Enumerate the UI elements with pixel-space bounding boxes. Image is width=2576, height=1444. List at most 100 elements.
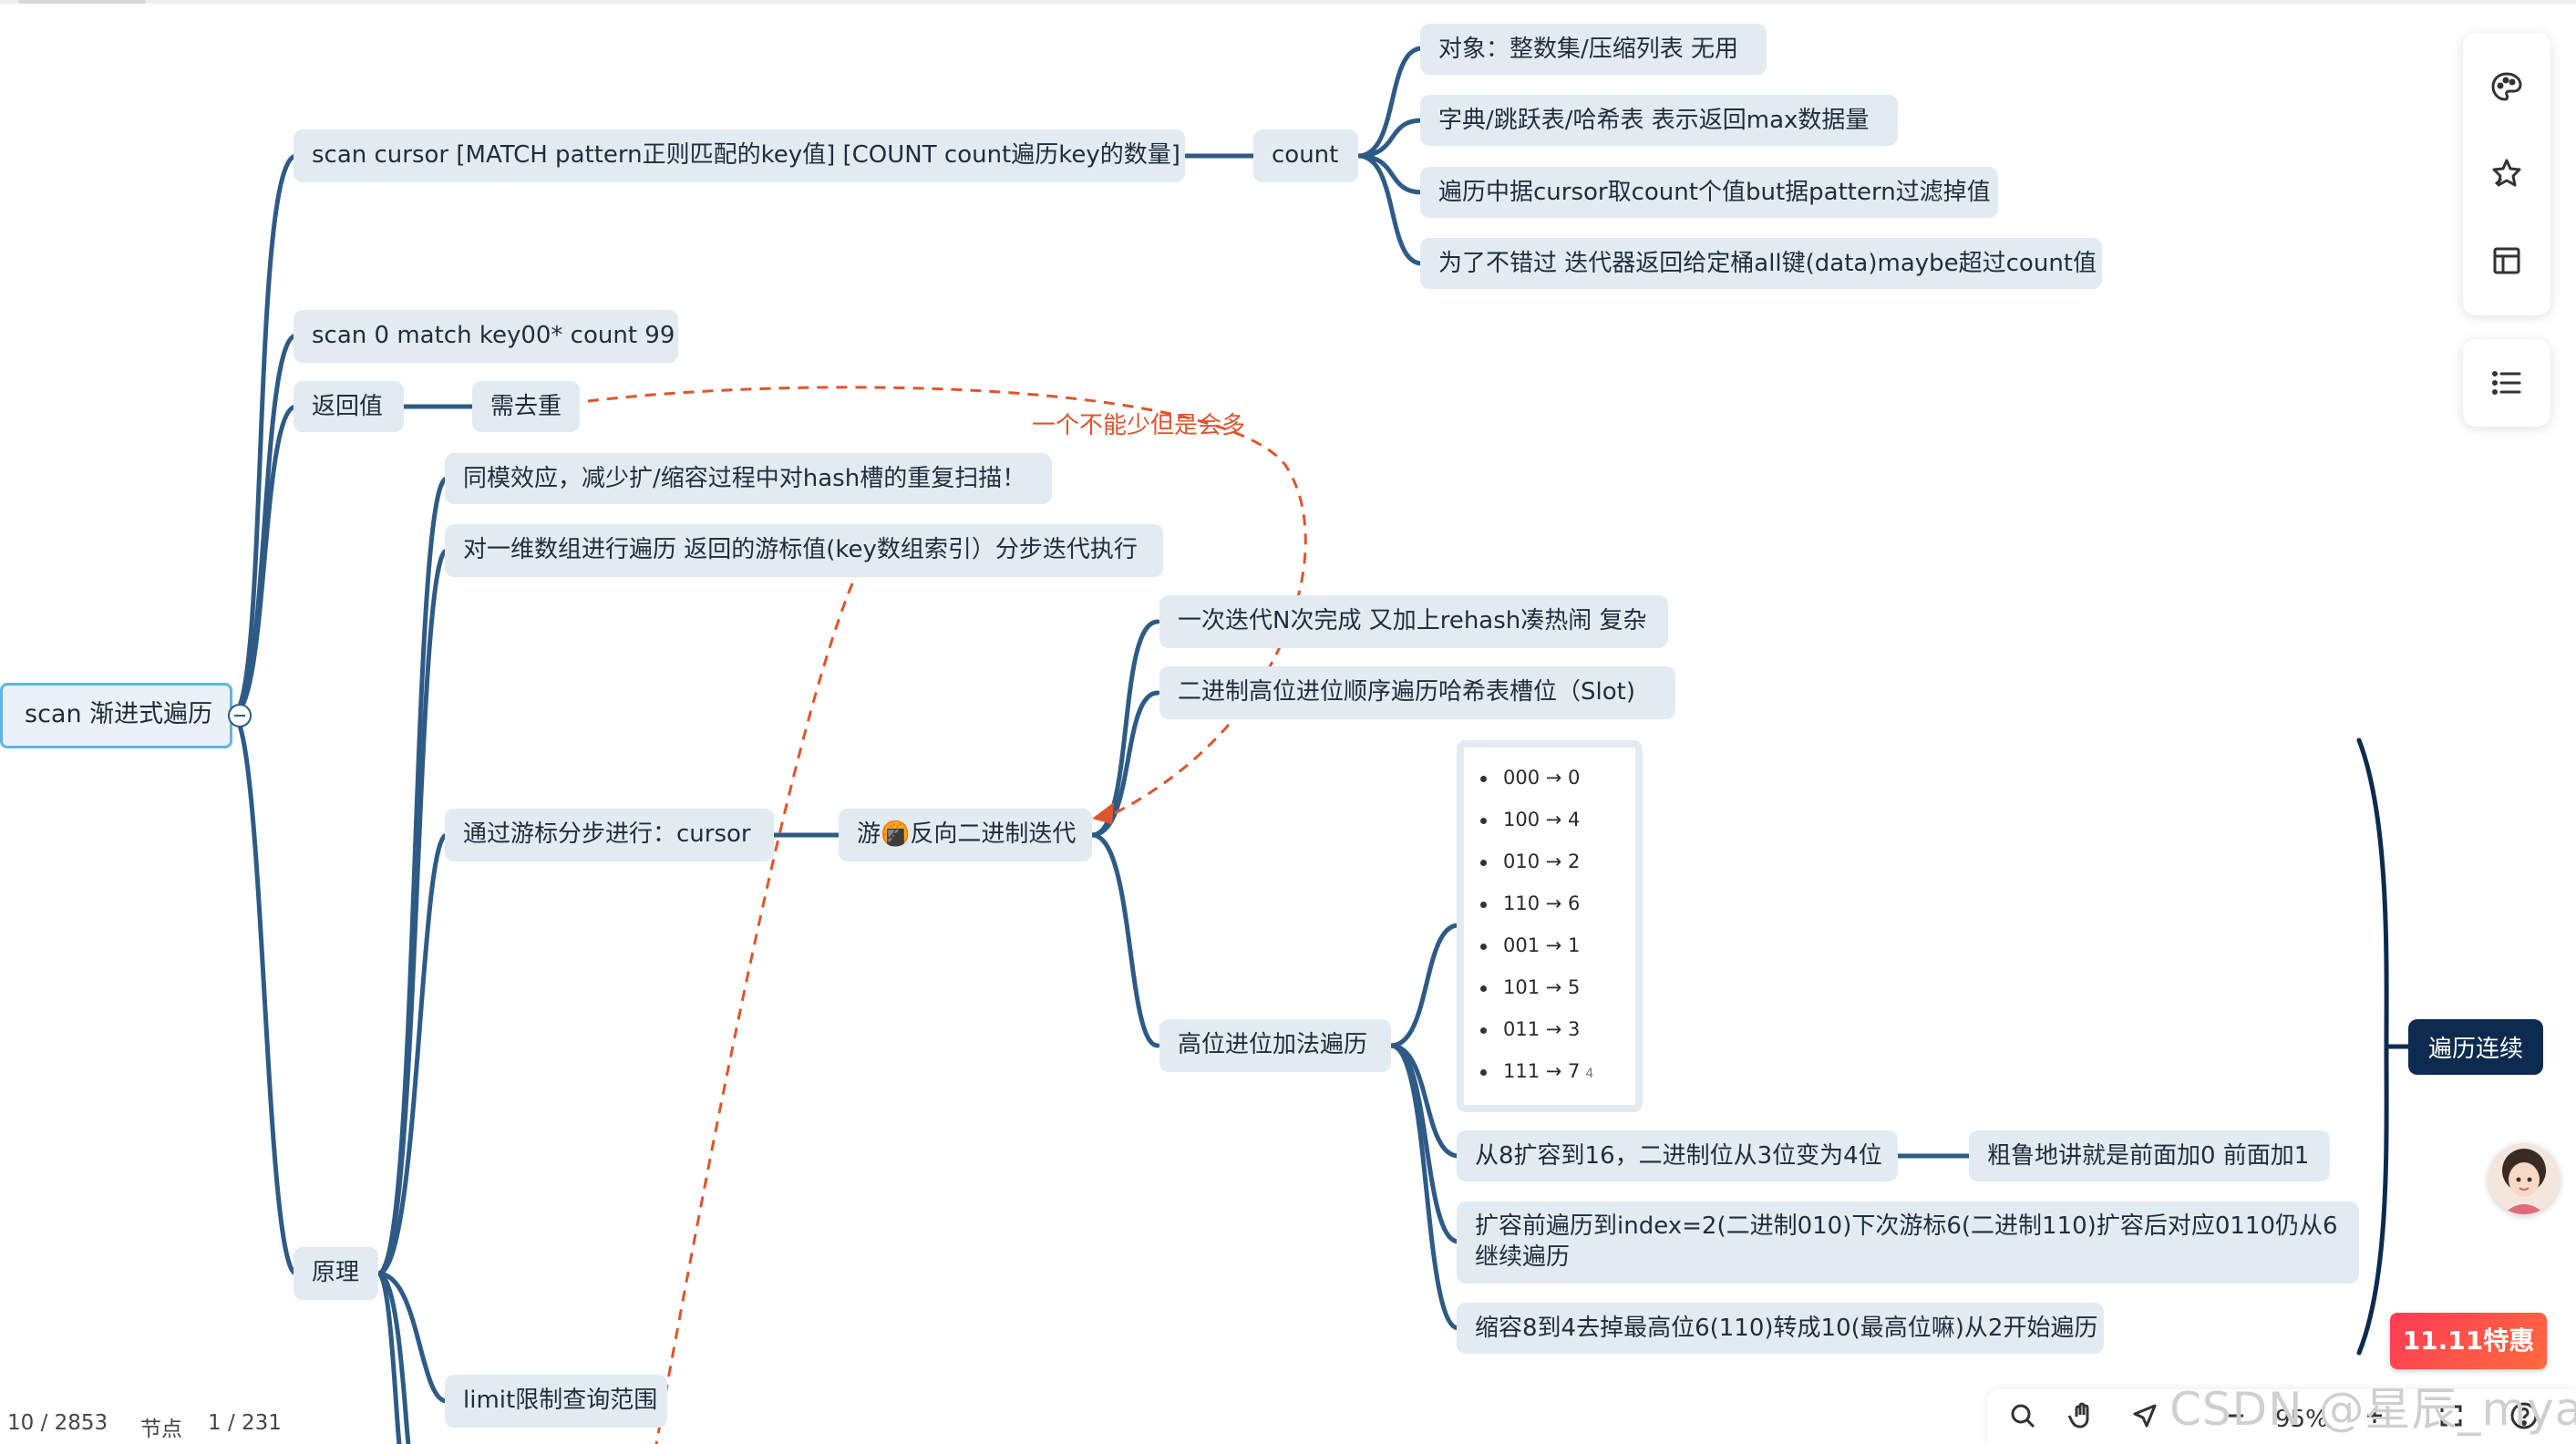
node-scan-example[interactable]: scan 0 match key00* count 99 xyxy=(294,310,678,363)
bullet-icon xyxy=(1480,1068,1487,1076)
node-scan-example-label: scan 0 match key00* count 99 xyxy=(312,322,675,349)
node-shrink[interactable]: 缩容8到4去掉最高位6(110)转成10(最高位嘛)从2开始遍历 xyxy=(1457,1303,2104,1354)
hand-icon[interactable] xyxy=(2067,1400,2098,1431)
node-high-add[interactable]: 高位进位加法遍历 xyxy=(1159,1019,1391,1072)
node-iter-once[interactable]: 一次迭代N次完成 又加上rehash凑热闹 复杂 xyxy=(1159,595,1668,648)
node-scan-syntax-label: scan cursor [MATCH pattern正则匹配的key值] [CO… xyxy=(312,141,1180,169)
relation-onedim-to-limit xyxy=(654,583,854,1444)
bullet-icon xyxy=(1480,943,1487,950)
node-return-value-label: 返回值 xyxy=(312,393,384,420)
root-label: scan 渐进式遍历 xyxy=(25,700,213,728)
node-high-add-label: 高位进位加法遍历 xyxy=(1178,1031,1368,1058)
list-item: 101 → 5 xyxy=(1480,966,1619,1008)
status-bar: 10 / 2853 节点 1 / 231 xyxy=(0,1395,310,1444)
connector-root-return xyxy=(230,404,299,717)
node-one-dim[interactable]: 对一维数组进行遍历 返回的游标值(key数组索引）分步迭代执行 xyxy=(445,524,1163,577)
node-count-item-1[interactable]: 对象：整数集/压缩列表 无用 xyxy=(1420,24,1767,75)
node-count-label: count xyxy=(1272,141,1339,169)
relation-arrowhead xyxy=(1092,802,1114,824)
connector-count-item3 xyxy=(1355,153,1425,195)
node-expand-8-16-label: 从8扩容到16，二进制位从3位变为4位 xyxy=(1475,1142,1882,1170)
node-reverse-iter[interactable]: 游🍘反向二进制迭代 xyxy=(839,809,1092,861)
bottom-toolbar: 95% xyxy=(1987,1389,2576,1444)
right-toolbar xyxy=(2463,33,2550,315)
node-return-value[interactable]: 返回值 xyxy=(294,381,404,432)
connector-root-scan xyxy=(230,153,299,717)
node-reverse-iter-label: 游🍘反向二进制迭代 xyxy=(857,820,1077,848)
palette-icon[interactable] xyxy=(2488,69,2525,106)
binary-order-list[interactable]: 000 → 0 100 → 4 010 → 2 110 → 6 001 → 1 … xyxy=(1457,740,1643,1112)
node-crude[interactable]: 粗鲁地讲就是前面加0 前面加1 xyxy=(1969,1130,2330,1181)
node-count-item-3[interactable]: 遍历中据cursor取count个值but据pattern过滤掉值 xyxy=(1420,167,1998,218)
node-principle[interactable]: 原理 xyxy=(294,1247,378,1300)
node-count-item-4[interactable]: 为了不错过 迭代器返回给定桶all键(data)maybe超过count值 xyxy=(1420,238,2102,289)
zoom-out-icon[interactable] xyxy=(2222,1402,2250,1429)
connector-count-item2 xyxy=(1355,118,1425,159)
node-expand-before-label: 扩容前遍历到index=2(二进制010)下次游标6(二进制110)扩容后对应0… xyxy=(1475,1212,2338,1271)
list-item-text: 000 → 0 xyxy=(1503,767,1581,789)
node-count-item-2[interactable]: 字典/跳跃表/哈希表 表示返回max数据量 xyxy=(1420,95,1898,146)
list-item-text: 011 → 3 xyxy=(1503,1018,1581,1040)
node-expand-8-16[interactable]: 从8扩容到16，二进制位从3位变为4位 xyxy=(1457,1130,1898,1181)
node-count[interactable]: count xyxy=(1253,129,1358,182)
bullet-icon xyxy=(1480,775,1487,782)
connector-highadd-before xyxy=(1388,1043,1461,1244)
search-icon[interactable] xyxy=(2007,1400,2038,1431)
watermark: CSDN @星辰_mya xyxy=(2169,1373,2576,1439)
fullscreen-icon[interactable] xyxy=(2437,1402,2465,1429)
node-cursor-step[interactable]: 通过游标分步进行：cursor xyxy=(445,809,774,861)
list-item: 100 → 4 xyxy=(1480,799,1619,841)
node-binary-high-label: 二进制高位进位顺序遍历哈希表槽位（Slot) xyxy=(1178,678,1635,706)
node-dedup[interactable]: 需去重 xyxy=(472,381,580,432)
zoom-in-icon[interactable] xyxy=(2361,1402,2388,1429)
connector-principle-more2 xyxy=(376,1271,402,1444)
summary-bracket xyxy=(2356,737,2389,1356)
node-iter-once-label: 一次迭代N次完成 又加上rehash凑热闹 复杂 xyxy=(1178,607,1647,634)
node-expand-before[interactable]: 扩容前遍历到index=2(二进制010)下次游标6(二进制110)扩容后对应0… xyxy=(1457,1202,2359,1284)
list-item: 110 → 6 xyxy=(1480,882,1619,924)
help-icon[interactable] xyxy=(2509,1400,2540,1431)
top-bar-marker xyxy=(18,0,146,4)
list-item-text: 001 → 1 xyxy=(1503,934,1581,956)
relation-annotation-text: 一个不能少但是会多 xyxy=(1032,412,1246,439)
connector-principle-same xyxy=(376,476,449,1276)
connector-root-principle xyxy=(230,712,299,1276)
node-count-item-1-label: 对象：整数集/压缩列表 无用 xyxy=(1438,36,1739,63)
node-limit[interactable]: limit限制查询范围 xyxy=(445,1375,667,1428)
watermark-text: CSDN @星辰_mya xyxy=(2169,1383,2576,1436)
bullet-icon xyxy=(1480,1026,1487,1034)
assistant-avatar[interactable] xyxy=(2488,1143,2560,1214)
connector-count-item4 xyxy=(1355,153,1425,266)
node-count-item-3-label: 遍历中据cursor取count个值but据pattern过滤掉值 xyxy=(1438,179,1991,206)
node-same-modulo[interactable]: 同模效应，减少扩/缩容过程中对hash槽的重复扫描！ xyxy=(445,453,1052,504)
node-count-label-text: 节点 xyxy=(140,1418,182,1441)
binary-order-list-inner: 000 → 0 100 → 4 010 → 2 110 → 6 001 → 1 … xyxy=(1464,748,1635,1105)
send-icon[interactable] xyxy=(2129,1400,2160,1431)
list-item: 010 → 2 xyxy=(1480,841,1619,882)
node-dedup-label: 需去重 xyxy=(490,393,562,420)
root-node[interactable]: scan 渐进式遍历 xyxy=(0,683,232,748)
node-binary-high[interactable]: 二进制高位进位顺序遍历哈希表槽位（Slot) xyxy=(1159,666,1675,719)
list-item: 011 → 3 xyxy=(1480,1008,1619,1050)
word-count: 10 / 2853 xyxy=(7,1411,108,1435)
list-item: 001 → 1 xyxy=(1480,924,1619,966)
connector-principle-more1 xyxy=(376,1271,411,1444)
node-one-dim-label: 对一维数组进行遍历 返回的游标值(key数组索引）分步迭代执行 xyxy=(463,536,1138,563)
connector-highadd-list xyxy=(1388,923,1461,1048)
connector-count-item1 xyxy=(1355,46,1425,159)
layout-icon[interactable] xyxy=(2488,242,2525,279)
top-progress-bar xyxy=(0,0,2576,4)
node-shrink-label: 缩容8到4去掉最高位6(110)转成10(最高位嘛)从2开始遍历 xyxy=(1475,1315,2098,1342)
zoom-level[interactable]: 95% xyxy=(2275,1406,2328,1433)
promo-badge[interactable]: 11.11特惠 xyxy=(2390,1313,2547,1369)
bullet-icon xyxy=(1480,817,1487,824)
outline-toolbar xyxy=(2463,339,2550,427)
node-scan-syntax[interactable]: scan cursor [MATCH pattern正则匹配的key值] [CO… xyxy=(294,129,1185,182)
summary-label: 遍历连续 xyxy=(2428,1036,2524,1063)
outline-list-icon[interactable] xyxy=(2488,365,2525,401)
collapse-toggle[interactable] xyxy=(228,704,252,727)
magic-pin-icon[interactable] xyxy=(2488,155,2525,191)
relation-annotation[interactable]: 一个不能少但是会多 xyxy=(1032,407,1245,440)
summary-node[interactable]: 遍历连续 xyxy=(2408,1019,2544,1075)
